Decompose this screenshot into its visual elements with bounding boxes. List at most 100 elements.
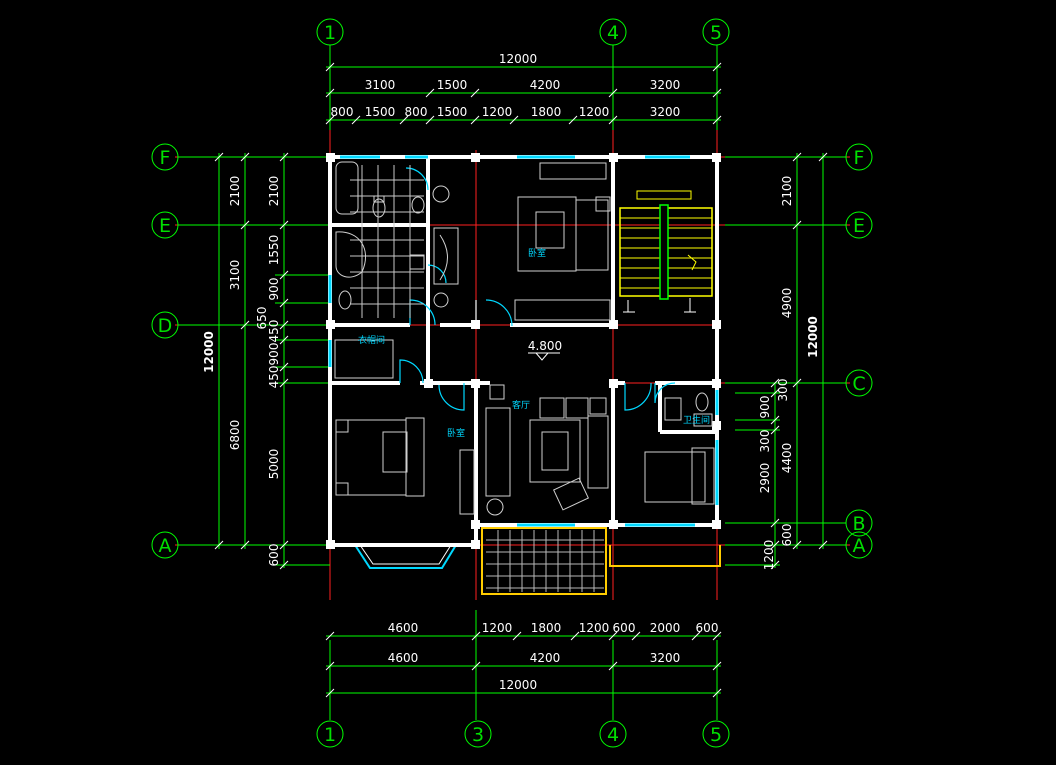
axis-bubble-right-e — [845, 211, 873, 239]
shower-east — [664, 397, 682, 421]
bed-north — [517, 196, 577, 272]
axis-bubble-bottom-1 — [316, 720, 344, 748]
dim-left-inner-1: 2100 — [267, 176, 281, 207]
axis-bubble-left-d — [151, 311, 179, 339]
dim-right-inner-3: 300 — [758, 430, 772, 453]
dim-top-row3-7: 1200 — [579, 105, 610, 119]
axis-label-right-c: C — [852, 373, 865, 395]
axis-bubbles-left: F E D A — [151, 143, 179, 559]
axis-bubbles-right: F E C B A — [845, 143, 873, 559]
dim-top-row2-1: 3100 — [365, 78, 396, 92]
axis-bubble-top-4 — [599, 18, 627, 46]
axis-bubbles-top: 1 4 5 — [316, 18, 730, 46]
axis-bubbles-bottom: 1 3 4 5 — [316, 720, 730, 748]
axis-bubble-bottom-5 — [702, 720, 730, 748]
bed-south-headboard — [405, 417, 425, 497]
dim-bottom-row1-5: 600 — [613, 621, 636, 635]
bed-east-headboard — [691, 447, 715, 505]
windows — [328, 155, 719, 527]
sofa-west — [485, 407, 511, 497]
dim-top-total: 12000 — [499, 52, 537, 66]
axis-bubble-right-c — [845, 369, 873, 397]
dimension-chain-left — [205, 152, 330, 570]
dim-top-row3-8: 3200 — [650, 105, 681, 119]
axis-bubble-top-1 — [316, 18, 344, 46]
room-label-living: 客厅 — [512, 399, 530, 411]
axis-bubble-left-e — [151, 211, 179, 239]
dim-right-inner-5: 600 — [780, 524, 794, 547]
dim-bottom-row1-4: 1200 — [579, 621, 610, 635]
dim-right-inner-4: 2900 — [758, 463, 772, 494]
dim-left-inner-4: 650 — [255, 307, 269, 330]
coffee-table — [529, 419, 581, 483]
plant-pot-1 — [432, 185, 450, 203]
balcony-tiles — [486, 530, 604, 592]
dim-bottom-row1-1: 4600 — [388, 621, 419, 635]
stair-arrow — [687, 254, 697, 271]
axis-label-top-5: 5 — [710, 22, 722, 44]
bathtub — [335, 161, 359, 215]
toilet-lower — [338, 290, 352, 310]
room-label-bedroom-ne: 卧室 — [528, 247, 546, 259]
corner-bathtub — [335, 231, 367, 278]
axis-label-right-b: B — [852, 513, 865, 535]
dimension-chain-bottom — [325, 631, 722, 698]
dim-bottom-row1-3: 1800 — [531, 621, 562, 635]
tv-cabinet — [459, 449, 475, 515]
dim-top-row2-4: 3200 — [650, 78, 681, 92]
bed-east — [644, 451, 706, 503]
dim-top-row3-5: 1200 — [482, 105, 513, 119]
dim-left-inner-7: 600 — [267, 544, 281, 567]
axis-label-bottom-3: 3 — [472, 724, 484, 746]
axis-bubble-left-a — [151, 531, 179, 559]
structural-columns — [326, 153, 721, 549]
dim-left-inner-2: 1550 — [267, 235, 281, 266]
dim-bottom-total: 12000 — [499, 678, 537, 692]
elevation-value: 4.800 — [528, 339, 562, 353]
east-balcony-rail — [609, 545, 721, 567]
axis-label-top-4: 4 — [607, 22, 619, 44]
washbasin — [409, 254, 425, 270]
axis-bubble-bottom-4 — [599, 720, 627, 748]
toilet-east — [695, 392, 709, 412]
vanity-counter — [433, 227, 459, 285]
walls — [328, 155, 719, 547]
bathroom-tiles — [350, 165, 424, 318]
sofa-east — [587, 415, 609, 489]
dim-top-row3-6: 1800 — [531, 105, 562, 119]
room-label-bedroom-sw: 卧室 — [447, 427, 465, 439]
dim-top-row2-3: 4200 — [530, 78, 561, 92]
dim-right-outer-3: 4400 — [780, 443, 794, 474]
bed-south — [335, 419, 407, 496]
axis-label-left-d: D — [158, 315, 173, 337]
axis-label-top-1: 1 — [324, 22, 336, 44]
dim-top-row2-2: 1500 — [437, 78, 468, 92]
axis-bubble-right-b — [845, 509, 873, 537]
armchair-south — [552, 477, 590, 511]
dim-bottom-row1-2: 1200 — [482, 621, 513, 635]
axis-bubble-right-a — [845, 531, 873, 559]
axis-label-bottom-1: 1 — [324, 724, 336, 746]
axis-label-bottom-5: 5 — [710, 724, 722, 746]
dim-top-row3-4: 1500 — [437, 105, 468, 119]
dim-bottom-row1-7: 600 — [696, 621, 719, 635]
door-swings — [399, 167, 676, 411]
axis-label-left-f: F — [160, 147, 171, 169]
dim-left-inner-3: 900 — [267, 278, 281, 301]
dim-bottom-row1-6: 2000 — [650, 621, 681, 635]
dim-right-outer-1: 2100 — [780, 176, 794, 207]
dim-left-inner-6: 5000 — [267, 449, 281, 480]
dim-top-row3-3: 800 — [405, 105, 428, 119]
dim-left-outer-2: 3100 — [228, 260, 242, 291]
axis-bubble-right-f — [845, 143, 873, 171]
axis-bubble-bottom-3 — [464, 720, 492, 748]
axis-label-left-e: E — [159, 215, 171, 237]
axis-label-right-a: A — [853, 535, 866, 557]
axis-label-left-a: A — [159, 535, 172, 557]
desk-north — [514, 299, 611, 321]
dim-bottom-row2-3: 3200 — [650, 651, 681, 665]
dim-left-total: 12000 — [202, 331, 216, 373]
staircase — [619, 190, 713, 313]
dim-top-row3-1: 800 — [331, 105, 354, 119]
